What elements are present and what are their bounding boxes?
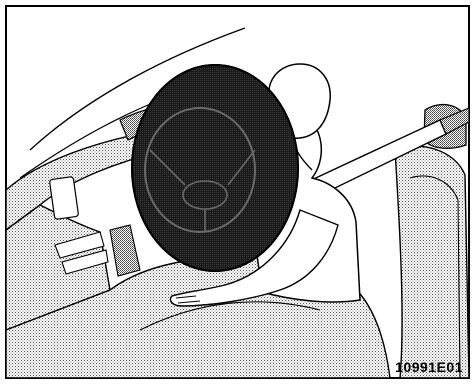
vent-panel <box>49 177 78 220</box>
figure-reference-code: 10991E01 <box>395 359 463 375</box>
seat-back <box>395 146 469 378</box>
